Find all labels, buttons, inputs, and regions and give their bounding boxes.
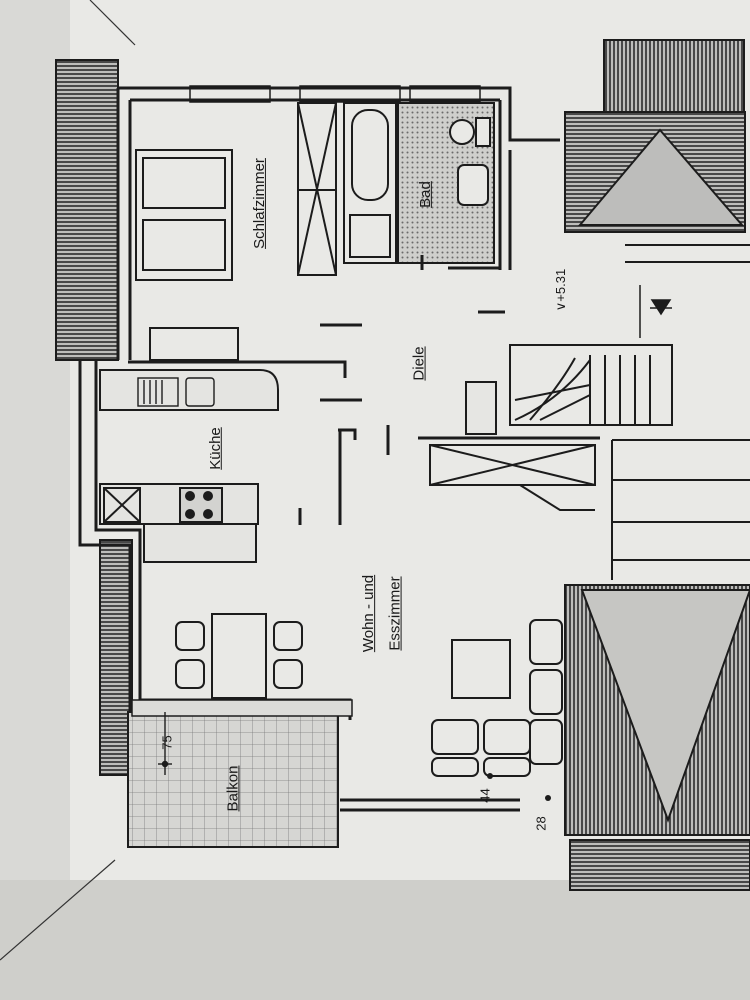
label-bad: Bad <box>416 181 434 208</box>
lower-shade <box>0 880 750 1000</box>
dormer-upper-gable <box>577 128 745 226</box>
stairs <box>509 344 673 426</box>
stove-burners <box>185 491 213 519</box>
interior-walls <box>128 255 600 525</box>
balkon-dimension: 75 <box>159 735 175 750</box>
bottom-dimension-b: 28 <box>533 816 549 831</box>
balcony-floor <box>127 711 339 848</box>
fold-mark-bottom <box>0 859 116 961</box>
kitchen-cabinet-x <box>103 487 141 523</box>
building-outline <box>78 86 560 812</box>
right-rail-lines <box>611 244 750 580</box>
kitchen-sink <box>137 377 215 407</box>
label-wohn-line2: Esszimmer <box>386 576 404 651</box>
bathroom-fixtures <box>343 102 491 264</box>
label-diele: Diele <box>410 346 428 381</box>
label-kueche: Küche <box>206 427 224 470</box>
bottom-dimension-a: 44 <box>477 788 493 803</box>
kitchen-counters <box>99 369 279 563</box>
dining-set <box>175 613 303 699</box>
balcony-rail <box>131 699 353 717</box>
bedroom-furniture <box>135 102 337 361</box>
dim-dots <box>487 773 551 801</box>
closet-x <box>429 444 596 511</box>
roof-eave-lower <box>569 839 750 891</box>
chimney <box>465 381 497 435</box>
exterior-wall-lower <box>99 539 133 776</box>
living-seating <box>431 619 563 777</box>
label-balkon: Balkon <box>224 765 242 812</box>
level-dimension: ∨+5.31 <box>553 268 569 312</box>
exterior-wall-upper <box>55 59 119 361</box>
fold-mark-top <box>89 0 136 46</box>
dormer-lower-gable <box>580 589 750 823</box>
label-wohn-line1: Wohn - und <box>360 574 378 653</box>
label-schlafzimmer: Schlafzimmer <box>250 158 268 249</box>
level-marker <box>639 285 672 338</box>
balcony-dim-line <box>158 712 172 775</box>
